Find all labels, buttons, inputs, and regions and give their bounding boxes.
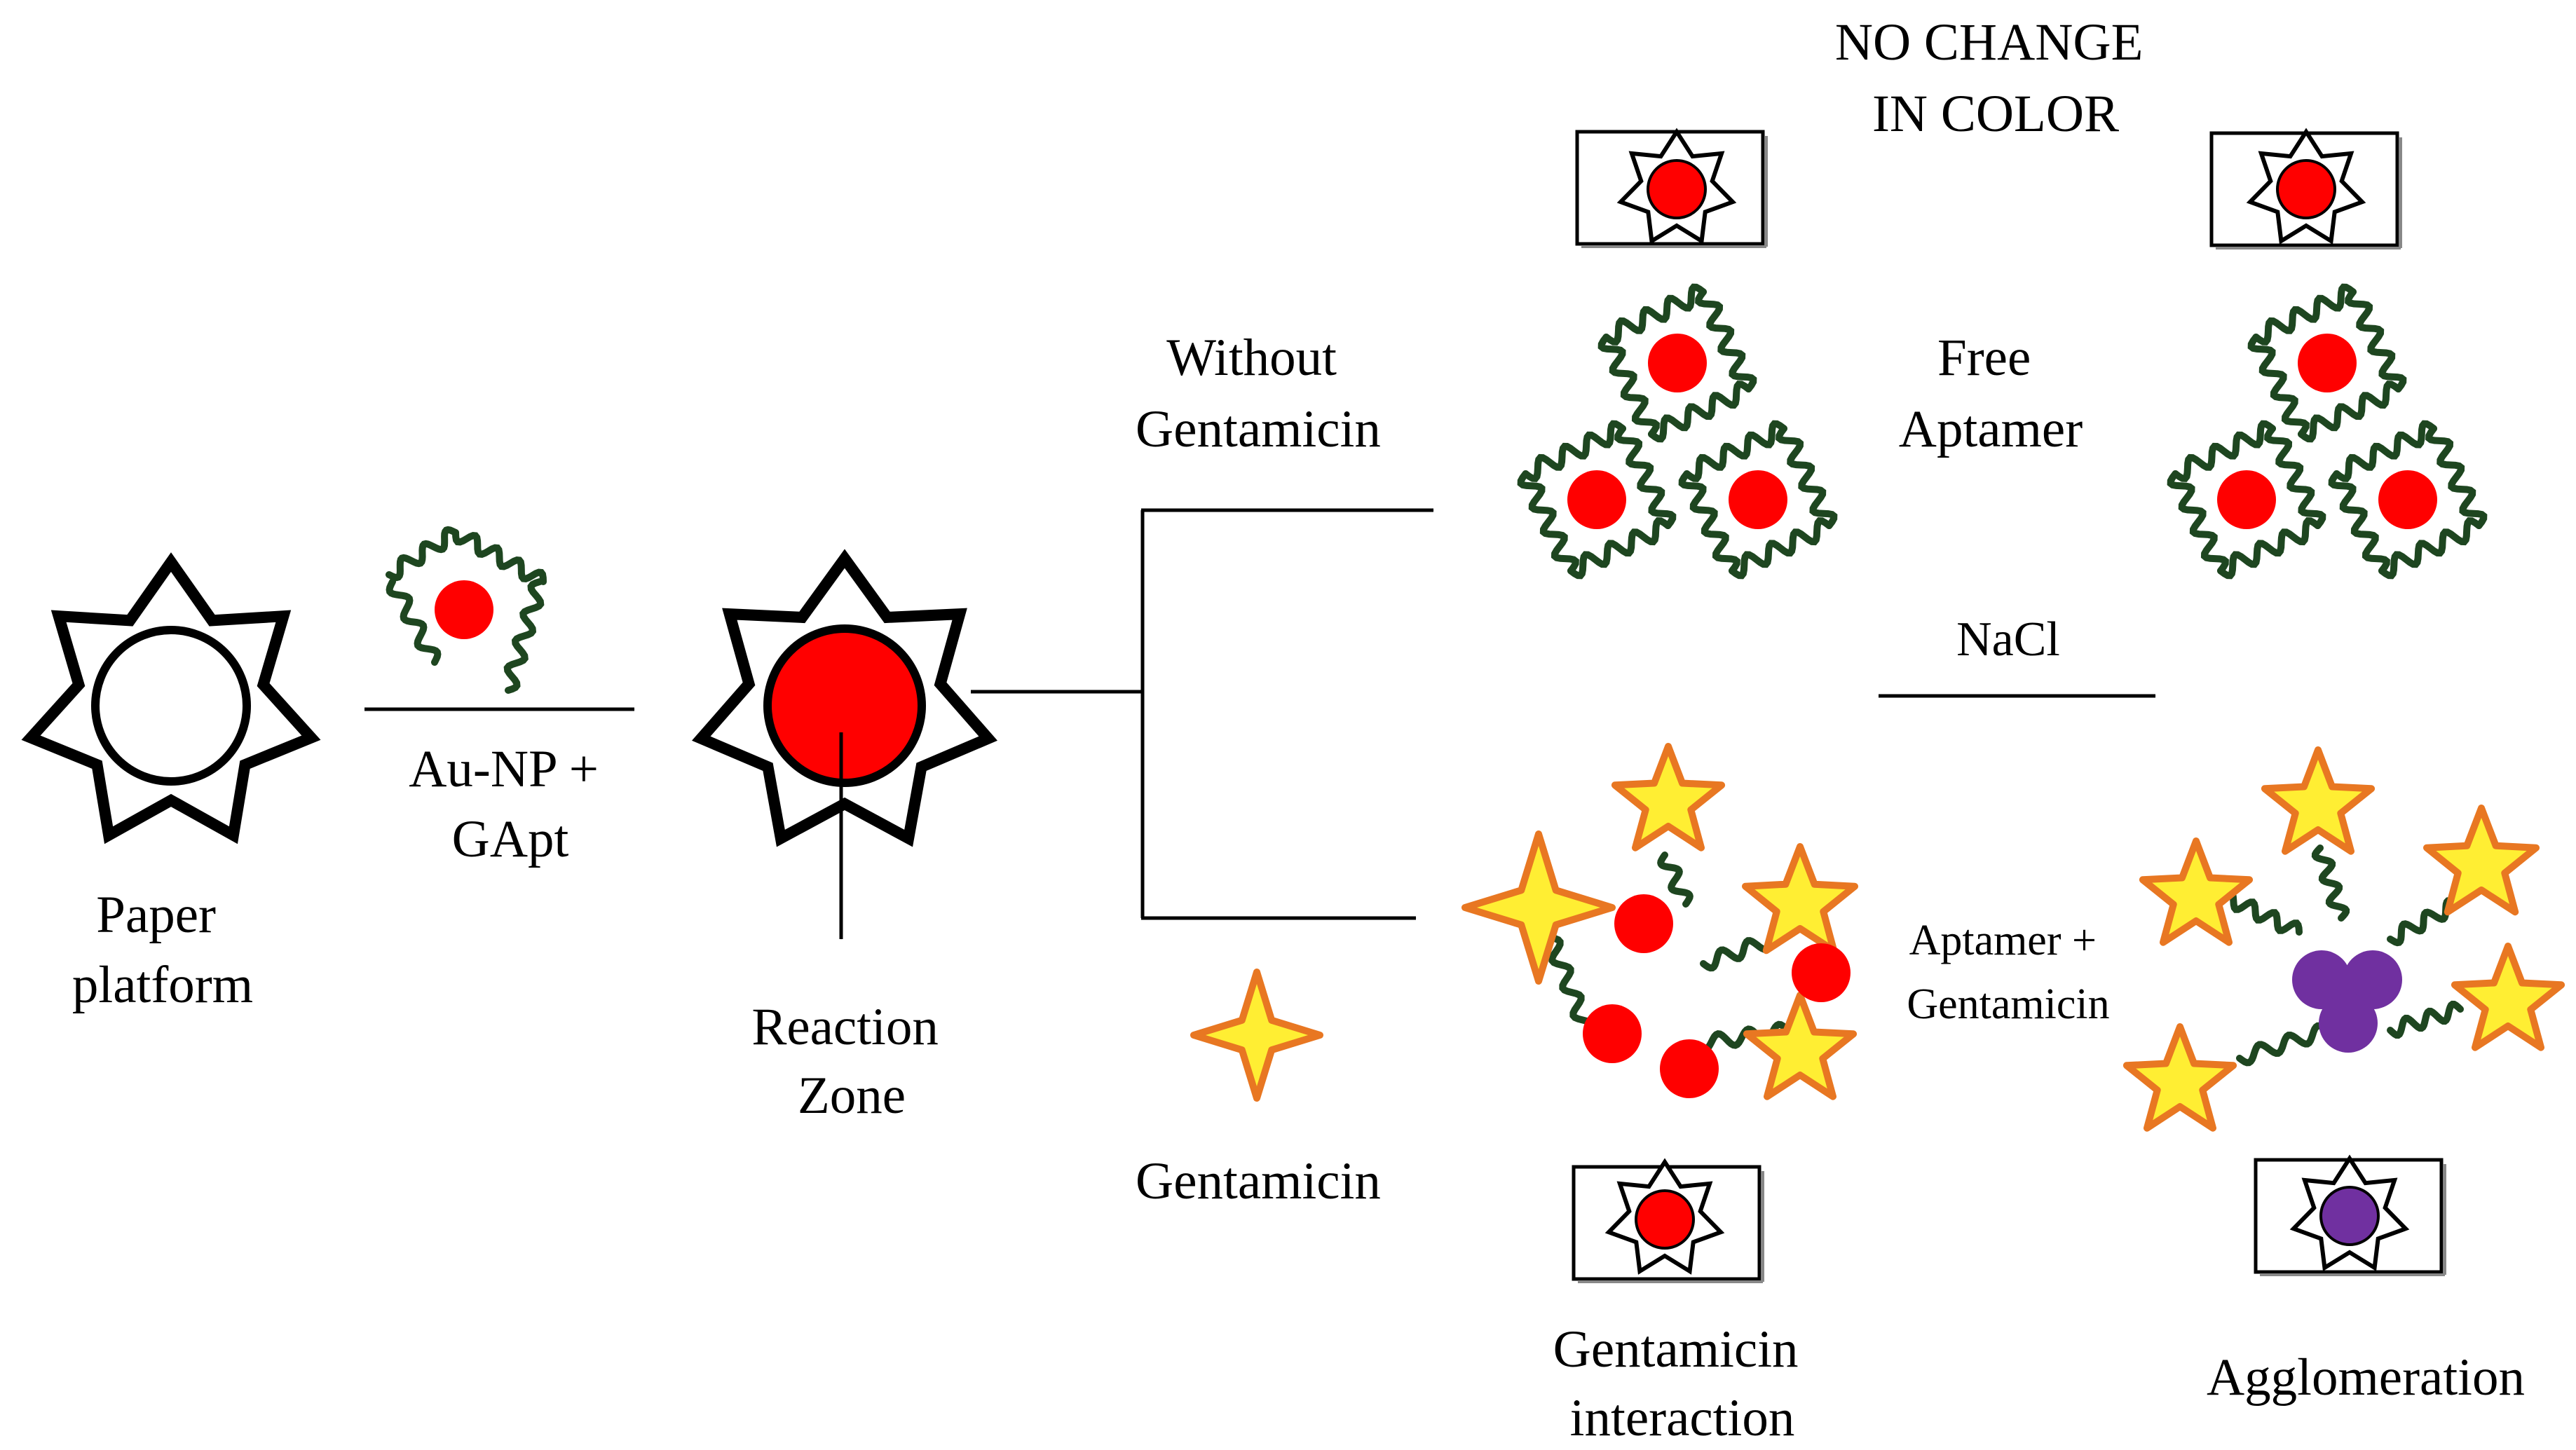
without-gentamicin-label: Without Gentamicin [1136, 329, 1381, 458]
gold-nanoparticle [1729, 470, 1787, 529]
paper-platform-icon [21, 552, 321, 844]
agglomeration-label: Agglomeration [2207, 1348, 2525, 1407]
aptamer-strand [2333, 420, 2437, 482]
aptamer-strand [1614, 425, 1677, 529]
gold-nanoparticle [2217, 470, 2276, 529]
aptamer-strand [2378, 517, 2483, 580]
agglomeration-mixture [2122, 746, 2565, 1132]
gentamicin-label: Gentamicin [1136, 1152, 1381, 1210]
red-reaction-zone-thumbnail-1 [1575, 128, 1768, 248]
gold-nanoparticle [1648, 334, 1707, 392]
aptamer-strand [2172, 420, 2276, 482]
aptamer-strand [2217, 517, 2322, 580]
aptamer-strand [1567, 517, 1672, 580]
aptamer-strand [1776, 425, 1838, 529]
nacl-label: NaCl [1956, 613, 2060, 666]
aunp-aptamer-conjugate-icon [386, 526, 547, 694]
gold-nanoparticle [2298, 334, 2357, 392]
aptamer-strand [1683, 420, 1787, 482]
aptamer-strand [1695, 288, 1757, 392]
paper-platform-label: Paper platform [72, 886, 253, 1014]
no-change-in-color-label: NO CHANGE IN COLOR [1835, 13, 2156, 143]
aptamer-strand [2264, 425, 2326, 529]
aptamer-strand [2167, 470, 2229, 575]
branch-connector [971, 508, 1434, 920]
aptamer-strand [2252, 283, 2357, 346]
dispersed-aunp-cluster-2 [2167, 283, 2488, 580]
aptamer-strand [1678, 470, 1740, 575]
aptamer-strand [1602, 283, 1707, 346]
gentamicin-icon [1190, 969, 1323, 1102]
red-reaction-zone-thumbnail-3 [1572, 1158, 1764, 1283]
aptamer-strand [1517, 470, 1579, 575]
gentamicin-interaction-mixture [1461, 743, 1858, 1100]
reaction-zone-label: Reaction Zone [751, 998, 951, 1125]
reaction-zone-icon [692, 549, 997, 847]
purple-reaction-zone-thumbnail [2254, 1154, 2446, 1276]
aptamer-strand [1729, 517, 1833, 580]
gold-nanoparticle [1567, 470, 1626, 529]
aptamer-gentamicin-label: Aptamer + Gentamicin [1907, 917, 2109, 1028]
free-aptamer-label: Free Aptamer [1899, 329, 2083, 458]
aptamer-strand [1522, 420, 1626, 482]
gold-nanoparticle [2378, 470, 2437, 529]
aptamer-strand [2425, 425, 2488, 529]
gentamicin-interaction-label: Gentamicin interaction [1553, 1320, 1812, 1447]
aptamer-strand [2298, 381, 2402, 443]
aptamer-strand [1648, 381, 1752, 443]
aptamer-strand [2328, 470, 2390, 575]
aptamer-strand [2345, 288, 2407, 392]
aptamer-strand [2247, 334, 2310, 438]
dispersed-aunp-cluster-1 [1517, 283, 1838, 580]
aptamer-strand [1597, 334, 1660, 438]
aunp-gapt-label: Au-NP + GApt [409, 740, 612, 868]
red-reaction-zone-thumbnail-2 [2209, 128, 2402, 249]
